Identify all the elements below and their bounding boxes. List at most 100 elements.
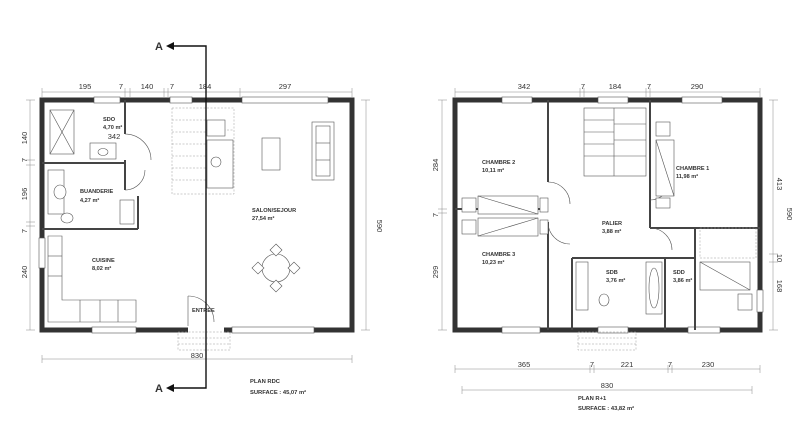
r1-top-dimensions: 342 7 184 7 290 [454, 82, 761, 97]
bed-chambre-2 [461, 195, 549, 215]
r1-dim-bottom: 7 [590, 360, 594, 369]
r1-dim-right: 10 [775, 254, 784, 262]
window [597, 326, 629, 334]
plan-r1: 342 7 184 7 290 284 7 299 413 10 168 [431, 82, 792, 412]
toilet [60, 212, 74, 224]
r1-dim-left: 299 [431, 266, 440, 279]
rdc-dim-top: 140 [141, 82, 154, 91]
staircase [171, 107, 235, 195]
r1-dim-top: 7 [581, 82, 585, 91]
room-area-salon: 27,54 m² [252, 215, 275, 222]
room-name-chambre-1: CHAMBRE 1 [676, 166, 709, 172]
section-line: A A [155, 41, 207, 395]
rdc-dim-top: 184 [199, 82, 212, 91]
door-swing [547, 181, 571, 205]
window [38, 237, 46, 269]
door-swing [547, 221, 571, 245]
r1-plan-title: PLAN R+1 [578, 396, 607, 402]
staircase [583, 107, 647, 177]
rdc-bottom-dimension: 830 [41, 351, 353, 363]
r1-dim-bottom-total: 830 [601, 381, 614, 390]
window [241, 96, 329, 104]
dining-table [251, 243, 301, 293]
rdc-dim-top: 7 [170, 82, 174, 91]
hot-water-tank [119, 199, 135, 225]
entry-steps [577, 331, 637, 351]
sofa [311, 121, 335, 181]
rdc-right-dimension: 590 [361, 99, 384, 331]
entry-steps [177, 331, 231, 351]
window [91, 326, 137, 334]
r1-dim-top: 7 [647, 82, 651, 91]
room-area-sdb: 3,76 m² [606, 277, 625, 284]
rdc-dim-top: 195 [79, 82, 92, 91]
rdc-dim-left: 196 [20, 188, 29, 201]
toilet [53, 184, 67, 200]
r1-dim-left: 284 [431, 159, 440, 172]
window [501, 96, 533, 104]
room-area-chambre-3: 10,23 m² [482, 259, 505, 266]
rdc-dim-left: 240 [20, 266, 29, 279]
rdc-dim-left: 7 [20, 158, 29, 162]
room-name-chambre-3: CHAMBRE 3 [482, 252, 515, 258]
room-name-entree: ENTRÉE [192, 306, 215, 314]
room-area-sdo: 4,70 m² [103, 124, 122, 131]
r1-dim-top: 342 [518, 82, 531, 91]
rdc-dim-bottom: 830 [191, 351, 204, 360]
rdc-dim-top: 297 [279, 82, 292, 91]
room-name-palier: PALIER [602, 221, 622, 227]
room-name-sdo: SDO [103, 117, 116, 123]
window [169, 96, 193, 104]
r1-left-dimensions: 284 7 299 [431, 99, 447, 331]
room-area-buanderie: 4,27 m² [80, 197, 99, 204]
room-name-buanderie: BUANDERIE [80, 189, 114, 195]
rdc-outer-walls [39, 97, 355, 333]
rdc-dim-left: 140 [20, 132, 29, 145]
window [681, 96, 723, 104]
hidden-line [699, 227, 757, 259]
window [756, 289, 764, 313]
storage-unit [575, 261, 589, 311]
room-area-cuisine: 8,02 m² [92, 265, 111, 272]
r1-right-dimensions: 413 10 168 590 [769, 99, 792, 331]
door-swing [124, 169, 146, 191]
r1-dim-right-partial: 590 [785, 208, 792, 221]
r1-dim-left: 7 [431, 213, 440, 217]
rdc-dim-inner: 342 [108, 132, 121, 141]
room-name-sdd: SDD [673, 270, 685, 276]
bed-chambre-1 [655, 121, 675, 209]
room-area-sdd: 3,86 m² [673, 277, 692, 284]
plan-rdc: 195 7 140 7 184 297 140 7 196 7 240 [20, 82, 384, 396]
r1-dim-bottom: 7 [668, 360, 672, 369]
room-area-palier: 3,88 m² [602, 228, 621, 235]
room-area-chambre-1: 11,98 m² [676, 173, 698, 180]
rdc-dim-left: 7 [20, 229, 29, 233]
kitchen-worktop [47, 235, 137, 323]
rdc-dim-top: 7 [119, 82, 123, 91]
room-area-chambre-2: 10,11 m² [482, 167, 504, 174]
r1-dim-bottom: 365 [518, 360, 531, 369]
rdc-dim-right: 590 [375, 220, 384, 233]
section-marker-bottom: A [155, 383, 163, 395]
r1-plan-surface: SURFACE : 43,82 m² [578, 405, 634, 412]
r1-dim-top: 290 [691, 82, 704, 91]
bed-chambre-3 [461, 217, 549, 237]
window [687, 326, 721, 334]
rdc-plan-surface: SURFACE : 45,07 m² [250, 389, 306, 396]
coffee-table [261, 137, 281, 171]
door-swing [124, 133, 152, 161]
r1-dim-right: 413 [775, 178, 784, 191]
rdc-plan-title: PLAN RDC [250, 379, 281, 385]
window [231, 326, 315, 334]
window [597, 96, 629, 104]
room-name-salon: SALON/SEJOUR [252, 208, 296, 214]
toilet [598, 293, 610, 307]
window [501, 326, 541, 334]
r1-dim-bottom: 230 [702, 360, 715, 369]
rdc-top-dimensions: 195 7 140 7 184 297 [41, 82, 353, 97]
room-name-sdb: SDB [606, 270, 618, 276]
window [93, 96, 121, 104]
washbasin [737, 293, 753, 311]
r1-dim-bottom: 221 [621, 360, 634, 369]
